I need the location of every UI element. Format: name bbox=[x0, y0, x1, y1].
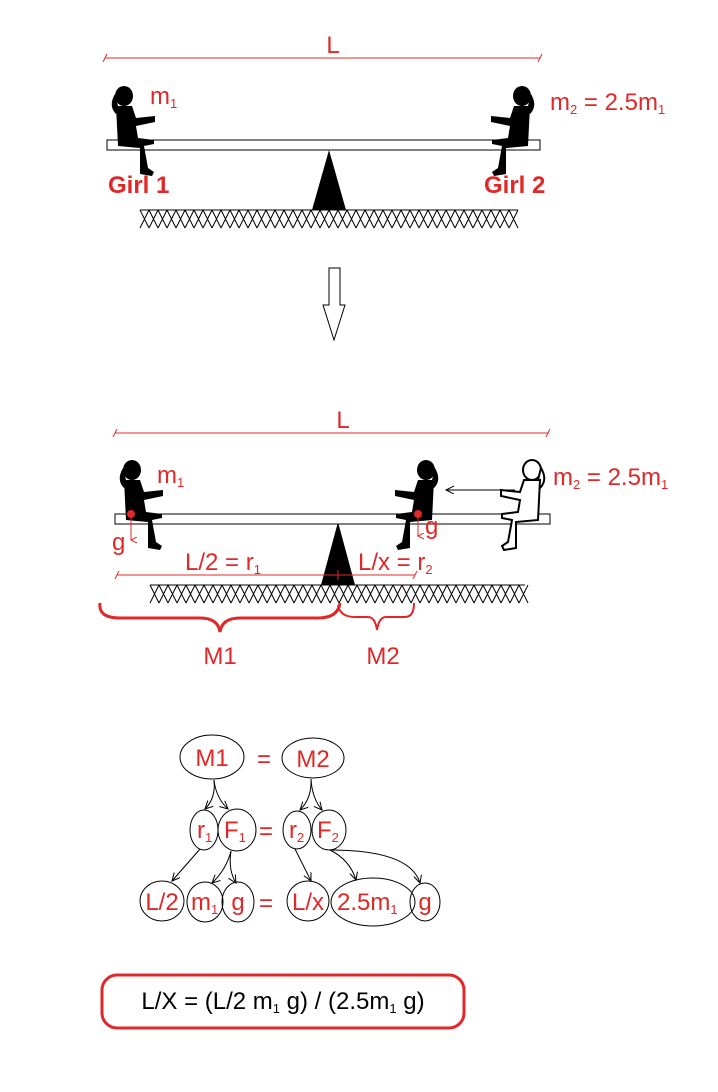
length-label: L bbox=[326, 32, 339, 59]
brace-m1 bbox=[98, 602, 342, 633]
gravity-left: g bbox=[112, 529, 125, 556]
result-box bbox=[100, 973, 466, 1030]
r2-label: L/x = r2 bbox=[358, 549, 433, 577]
ground-hatching bbox=[139, 209, 519, 229]
equals: = bbox=[257, 746, 271, 773]
gravity-right: g bbox=[425, 513, 438, 540]
girl-1-mass: m1 bbox=[150, 83, 177, 111]
result-formula: L/X = (L/2 m1 g) / (2.5m1 g) bbox=[141, 988, 424, 1016]
girl-1-label: Girl 1 bbox=[108, 172, 169, 199]
seesaw-plank bbox=[114, 513, 551, 525]
node-l-half: L/2 bbox=[145, 889, 178, 916]
length-label: L bbox=[336, 407, 349, 434]
node-mass-1: m1 bbox=[191, 889, 218, 917]
equals: = bbox=[259, 890, 273, 917]
down-arrow-icon bbox=[322, 267, 346, 342]
fulcrum bbox=[312, 150, 346, 210]
moment-2-label: M2 bbox=[366, 643, 399, 670]
equation-tree bbox=[139, 734, 441, 927]
node-r2: r2 bbox=[289, 817, 304, 845]
equation-tree-labels: M1 = M2 r1 F1 = r2 F2 L/2 m1 g = L/x 2.5… bbox=[145, 745, 431, 917]
girl-2-original-outline bbox=[501, 460, 544, 550]
node-mass-2: 2.5m1 bbox=[337, 889, 398, 917]
node-m1: M1 bbox=[195, 745, 228, 772]
girl-1-silhouette bbox=[111, 86, 155, 176]
brace-m2 bbox=[337, 602, 415, 631]
seesaw-plank bbox=[106, 139, 541, 151]
r1-label: L/2 = r1 bbox=[185, 549, 261, 577]
panel-before: L m1 m2 = 2.5m1 Girl 1 Girl 2 bbox=[102, 32, 665, 229]
node-f2: F2 bbox=[317, 817, 339, 845]
girl-1-mass: m1 bbox=[157, 462, 184, 490]
girl-2-mass: m2 = 2.5m1 bbox=[550, 89, 665, 117]
girl-2-mass: m2 = 2.5m1 bbox=[553, 464, 668, 492]
node-m2: M2 bbox=[296, 746, 329, 773]
panel-after: L m1 m2 = 2.5m1 g g L/2 = r1 L/x = r2 M1… bbox=[98, 407, 668, 670]
ground bbox=[139, 209, 519, 229]
girl-2-label: Girl 2 bbox=[484, 172, 545, 199]
center-of-mass-2 bbox=[414, 510, 422, 518]
fulcrum bbox=[321, 522, 355, 585]
node-g-1: g bbox=[231, 889, 244, 916]
ground-hatching bbox=[149, 584, 529, 604]
ground bbox=[149, 584, 529, 604]
girl-2-silhouette bbox=[491, 86, 534, 176]
node-g-2: g bbox=[418, 889, 431, 916]
node-l-x: L/x bbox=[292, 889, 324, 916]
moment-1-label: M1 bbox=[203, 643, 236, 670]
center-of-mass-1 bbox=[127, 510, 135, 518]
node-r1: r1 bbox=[197, 817, 212, 845]
node-f1: F1 bbox=[224, 817, 246, 845]
equals: = bbox=[259, 818, 273, 845]
